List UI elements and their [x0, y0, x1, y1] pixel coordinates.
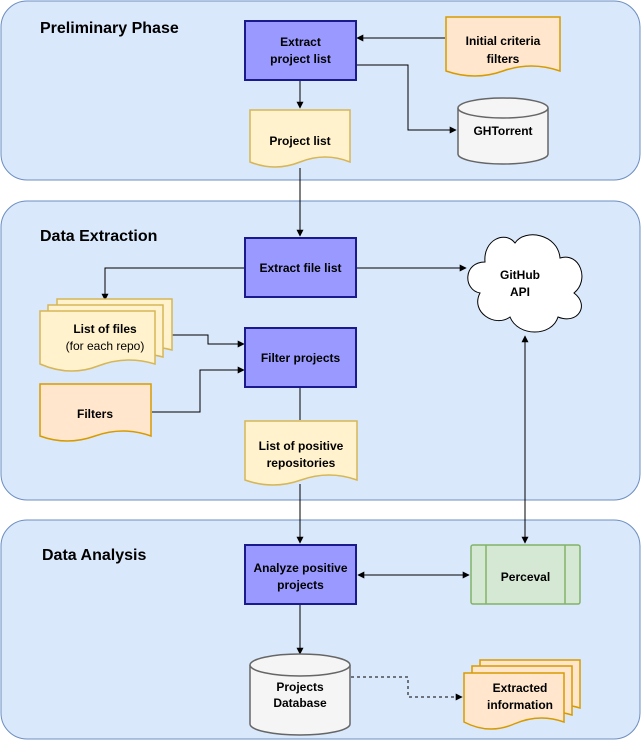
svg-text:Projects: Projects — [276, 680, 324, 694]
svg-text:filters: filters — [487, 52, 520, 66]
lane-title-preliminary: Preliminary Phase — [40, 20, 179, 37]
node-extract-file-list: Extract file list — [244, 237, 357, 298]
edge-extract-to-ghtorrent — [357, 64, 457, 134]
svg-text:Project list: Project list — [269, 134, 330, 148]
node-list-of-files: List of files (for each repo) — [39, 298, 173, 372]
edge-extractfiles-to-listfiles — [101, 267, 245, 301]
svg-text:Analyze positive: Analyze positive — [253, 561, 347, 575]
node-ghtorrent: GHTorrent — [457, 97, 549, 165]
svg-text:Filter projects: Filter projects — [261, 351, 341, 365]
svg-text:information: information — [487, 698, 553, 712]
svg-text:Perceval: Perceval — [501, 570, 550, 584]
svg-text:project list: project list — [270, 52, 331, 66]
svg-text:Extract file list: Extract file list — [259, 261, 341, 275]
node-analyze-positive: Analyze positive projects — [244, 544, 357, 605]
lane-title-extraction: Data Extraction — [40, 228, 157, 245]
svg-text:Extract: Extract — [280, 35, 321, 49]
svg-text:Filters: Filters — [77, 407, 113, 421]
node-project-list: Project list — [249, 109, 351, 168]
node-filters: Filters — [39, 383, 152, 442]
svg-text:projects: projects — [277, 578, 324, 592]
node-list-positive: List of positive repositories — [244, 420, 358, 486]
svg-text:API: API — [510, 285, 530, 299]
node-projects-database: Projects Database — [249, 653, 351, 736]
node-filter-projects: Filter projects — [244, 327, 357, 388]
svg-text:Extracted: Extracted — [493, 681, 548, 695]
svg-text:GitHub: GitHub — [500, 268, 540, 282]
svg-text:repositories: repositories — [267, 456, 336, 470]
svg-text:Database: Database — [273, 696, 327, 710]
lane-title-analysis: Data Analysis — [42, 547, 146, 564]
svg-text:(for each repo): (for each repo) — [66, 339, 145, 353]
node-extract-project-list: Extract project list — [244, 20, 357, 81]
edges — [101, 34, 529, 701]
svg-text:GHTorrent: GHTorrent — [473, 124, 532, 138]
edge-listfiles-to-filter — [172, 334, 245, 348]
node-initial-criteria: Initial criteria filters — [445, 16, 561, 77]
node-perceval: Perceval — [470, 544, 581, 605]
node-github-api: GitHub API — [467, 234, 583, 333]
svg-text:List of positive: List of positive — [259, 439, 344, 453]
node-extracted-information: Extracted information — [463, 659, 581, 730]
edge-db-to-extracted — [351, 676, 463, 701]
svg-text:Initial criteria: Initial criteria — [466, 34, 541, 48]
svg-text:List of files: List of files — [73, 322, 137, 336]
edge-filters-to-filter — [152, 366, 245, 413]
